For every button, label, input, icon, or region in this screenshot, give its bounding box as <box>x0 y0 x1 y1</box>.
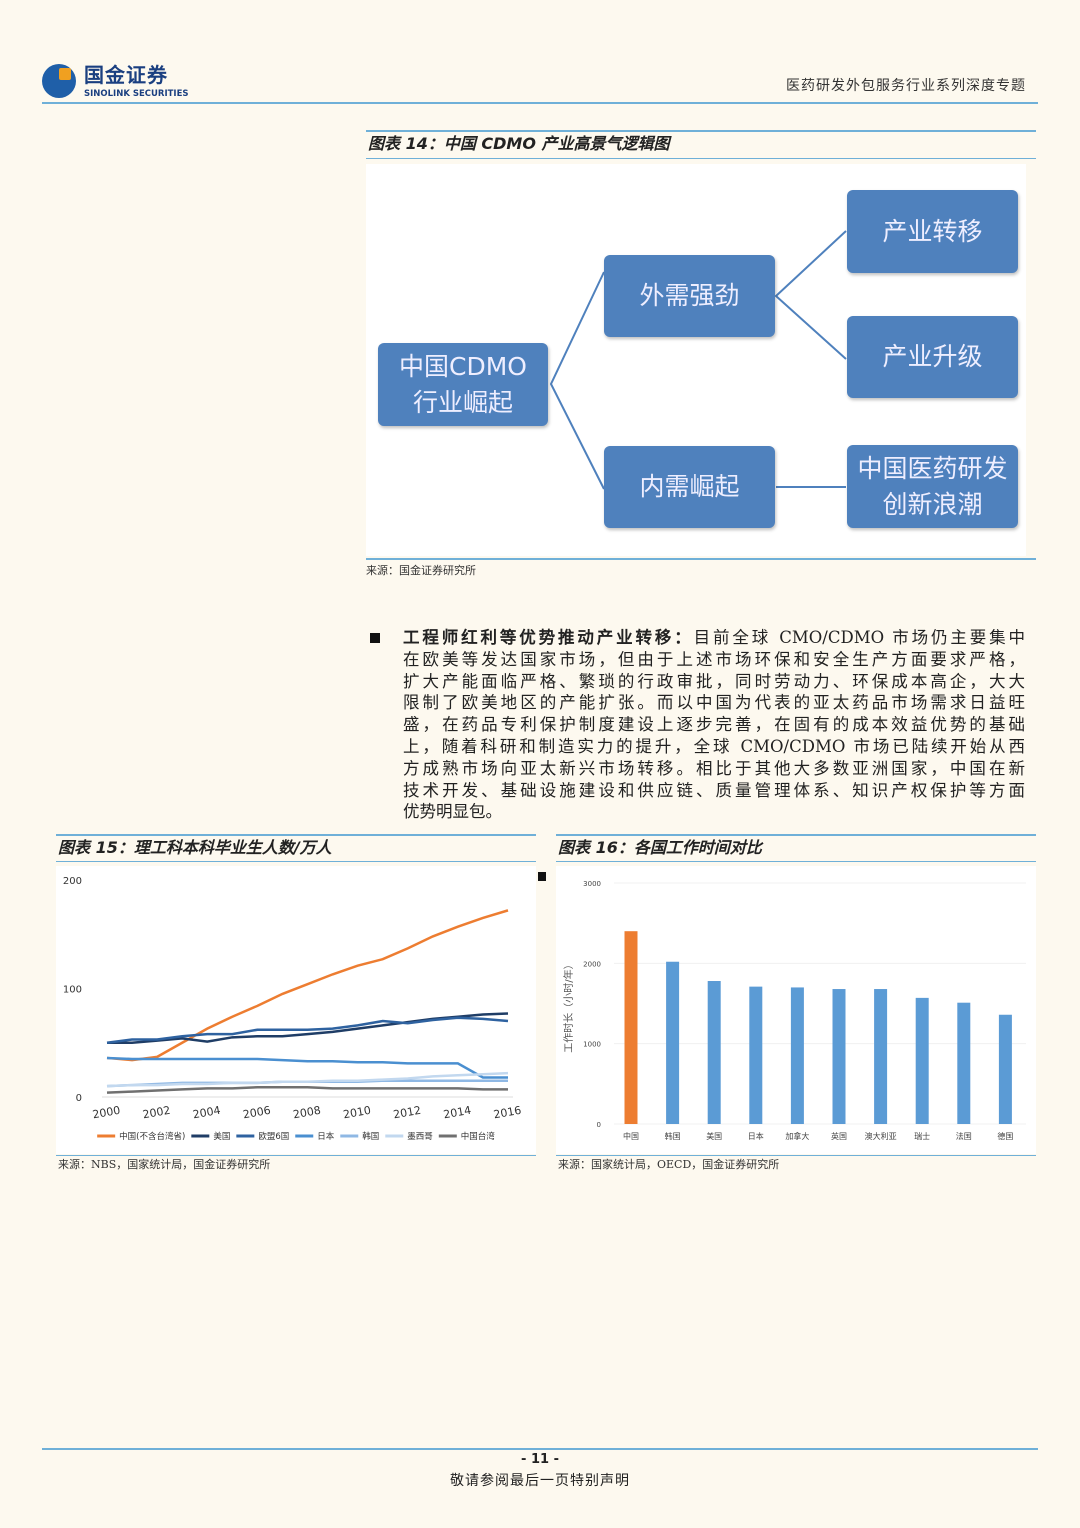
y-tick-label: 2000 <box>583 960 601 968</box>
body-line: 上，随着科研和制造实力的提升，全球 CMO/CDMO 市场已陆续开始从西 <box>403 736 1025 756</box>
x-tick-label: 瑞士 <box>914 1131 930 1141</box>
divider <box>556 861 1036 862</box>
line-chart-graduates: 0 100 200 2000 2002 2004 2006 2008 2010 2012 2014 2… <box>56 866 536 1154</box>
legend-label: 美国 <box>213 1131 230 1142</box>
y-axis-label: 工作时长（小时/年） <box>562 959 575 1052</box>
legend-label: 韩国 <box>362 1131 379 1142</box>
x-tick-label: 日本 <box>748 1131 764 1141</box>
body-paragraph: 工程师红利等优势推动产业转移：目前全球 CMO/CDMO 市场仍主要集中在欧美等… <box>403 627 1025 823</box>
bar <box>707 981 721 1124</box>
x-tick-label: 韩国 <box>665 1131 681 1141</box>
x-tick-label: 加拿大 <box>785 1131 809 1141</box>
cdmo-logic-diagram: 中国CDMO 行业崛起 外需强劲 内需崛起 产业转移 产业升级 中国医药研发创新浪… <box>366 164 1026 556</box>
figure15-title: 图表 15：理工科本科毕业生人数/万人 <box>58 838 332 857</box>
logo-english: SINOLINK SECURITIES <box>84 89 189 99</box>
divider <box>556 1155 1036 1156</box>
divider <box>366 558 1036 560</box>
x-tick-label: 美国 <box>706 1131 722 1141</box>
y-tick-label: 0 <box>597 1121 601 1129</box>
x-tick-label: 英国 <box>831 1131 847 1141</box>
external-demand-box: 外需强劲 <box>604 255 775 337</box>
x-tick-label: 德国 <box>997 1131 1013 1141</box>
figure16-title: 图表 16：各国工作时间对比 <box>558 838 762 857</box>
bar <box>874 989 888 1124</box>
y-tick-label: 3000 <box>583 880 601 888</box>
divider <box>366 130 1036 132</box>
industry-upgrade-box: 产业升级 <box>847 316 1018 398</box>
bar <box>790 987 804 1124</box>
connector-lines <box>549 230 847 490</box>
body-lead: 工程师红利等优势推动产业转移： <box>403 628 694 647</box>
logo-name: 国金证券 <box>84 63 168 87</box>
figure14-source: 来源：国金证券研究所 <box>366 564 476 577</box>
body-line: 扩大产能面临严格、繁琐的行政审批，同时劳动力、环保成本高企，大大 <box>403 671 1025 691</box>
x-tick-label: 法国 <box>956 1131 972 1141</box>
body-line: 限制了欧美地区的产能扩张。而以中国为代表的亚太药品市场需求日益旺 <box>403 693 1025 713</box>
body-line: 优势明显包。 <box>403 802 502 822</box>
figure14-title: 图表 14：中国 CDMO 产业高景气逻辑图 <box>368 134 670 153</box>
divider <box>56 861 536 862</box>
x-tick-label: 2000 <box>91 1104 121 1122</box>
leaf-line: 中国医药研发 <box>857 453 1008 483</box>
bar <box>915 997 929 1124</box>
divider <box>366 158 1036 159</box>
body-line: 方成熟市场向亚太新兴市场转移。相比于其他大多数亚洲国家，中国在新 <box>403 758 1025 778</box>
disclaimer-note: 敬请参阅最后一页特别声明 <box>450 1473 630 1489</box>
x-tick-label: 2008 <box>292 1104 322 1122</box>
x-tick-label: 2006 <box>242 1104 272 1122</box>
figure15-source: 来源：NBS，国家统计局，国金证券研究所 <box>58 1158 271 1171</box>
legend-label: 中国(不含台湾省) <box>119 1131 185 1142</box>
body-line: 工程师红利等优势推动产业转移：目前全球 CMO/CDMO 市场仍主要集中 <box>403 628 1025 647</box>
series-line <box>106 1056 508 1079</box>
body-line: 技术开发、基础设施建设和供应链、质量管理体系、知识产权保护等方面 <box>403 780 1025 800</box>
x-tick-label: 2012 <box>392 1104 422 1122</box>
bar <box>957 1002 971 1124</box>
y-tick-label: 0 <box>76 1093 82 1104</box>
x-tick-label: 2004 <box>192 1104 222 1122</box>
divider <box>56 834 536 836</box>
figure16-source: 来源：国家统计局，OECD，国金证券研究所 <box>558 1158 780 1171</box>
divider <box>56 1155 536 1156</box>
legend-label: 墨西哥 <box>407 1132 433 1142</box>
page-number: - 11 - <box>521 1452 559 1467</box>
bullet-icon <box>370 633 380 643</box>
legend-label: 日本 <box>317 1131 335 1142</box>
y-tick-label: 1000 <box>583 1041 601 1049</box>
footer-rule <box>42 1448 1038 1450</box>
x-tick-label: 2016 <box>492 1104 522 1122</box>
divider <box>556 834 1036 836</box>
series-line <box>106 1085 508 1094</box>
y-tick-label: 100 <box>63 985 82 996</box>
report-title: 医药研发外包服务行业系列深度专题 <box>786 78 1026 94</box>
marker <box>538 872 546 881</box>
bar <box>832 989 846 1124</box>
series-line <box>106 1071 509 1088</box>
industry-transfer-box: 产业转移 <box>847 190 1018 273</box>
legend-label: 欧盟6国 <box>258 1131 289 1142</box>
x-tick-label: 2014 <box>442 1104 472 1122</box>
body-line: 在欧美等发达国家市场，但由于上述市场环保和安全生产方面要求严格， <box>403 649 1025 669</box>
bar <box>624 931 638 1124</box>
x-tick-label: 2002 <box>142 1104 172 1122</box>
bar <box>666 961 680 1124</box>
series-line <box>106 1016 509 1044</box>
innovation-wave-box: 中国医药研发创新浪潮 <box>847 445 1018 528</box>
logo-icon <box>42 64 76 98</box>
root-line: 中国CDMO <box>399 351 527 381</box>
bar <box>749 986 763 1124</box>
series-line <box>106 909 509 1062</box>
root-line: 行业崛起 <box>412 387 513 417</box>
body-line: 盛，在药品专利保护制度建设上逐步完善，在固有的成本效益优势的基础 <box>403 715 1025 735</box>
legend-label: 中国台湾 <box>461 1131 496 1142</box>
bar-chart-work-hours: 0 1000 2000 3000 工作时长（小时/年） 中国 韩国 美国 日本 加拿大 英国 澳大利亚… <box>556 866 1036 1154</box>
leaf-line: 创新浪潮 <box>882 489 983 519</box>
root-box: 中国CDMO 行业崛起 <box>378 343 548 426</box>
x-tick-label: 澳大利亚 <box>865 1131 897 1141</box>
bar <box>998 1014 1012 1124</box>
domestic-demand-box: 内需崛起 <box>604 446 775 528</box>
x-tick-label: 2010 <box>342 1104 372 1122</box>
x-tick-label: 中国 <box>623 1131 639 1141</box>
header-rule <box>42 102 1038 104</box>
y-tick-label: 200 <box>63 876 82 887</box>
